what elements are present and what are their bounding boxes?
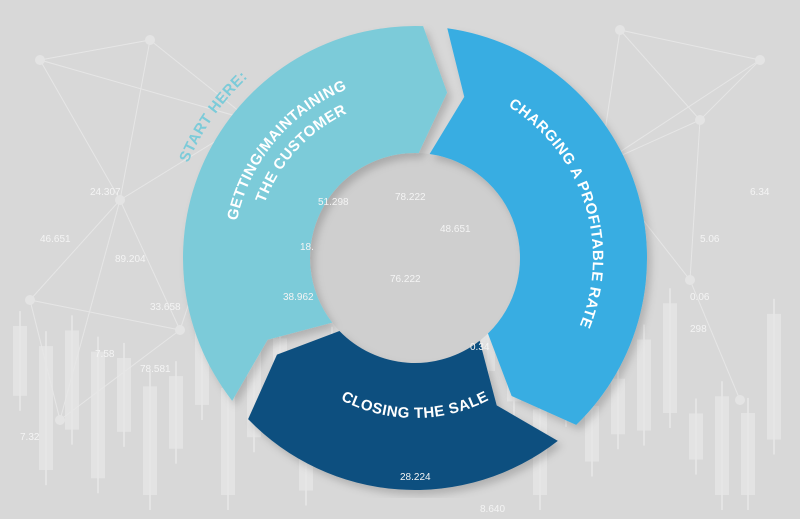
segment-closing [248, 330, 558, 490]
candlestick [65, 330, 79, 430]
candlestick [663, 303, 677, 413]
background-number: 0.34 [470, 342, 490, 353]
network-node [115, 195, 125, 205]
center-hole [310, 153, 520, 363]
network-line [39, 59, 251, 121]
candlestick [39, 346, 53, 471]
network-node [35, 55, 45, 65]
background-number: 18. [300, 242, 314, 253]
background-number: 78.222 [395, 192, 426, 203]
background-number: 89.204 [115, 254, 146, 265]
candlestick [585, 405, 599, 462]
network-line [699, 59, 761, 121]
network-node [685, 275, 695, 285]
candlestick [715, 396, 729, 495]
network-line [689, 279, 741, 401]
network-node [55, 415, 65, 425]
background-number: 24.307 [90, 187, 121, 198]
background-number: 51.298 [318, 197, 349, 208]
candlestick [221, 387, 235, 495]
candlestick [689, 413, 703, 460]
network-node [615, 25, 625, 35]
network-line [39, 59, 121, 201]
candlestick [767, 313, 781, 440]
candlestick [143, 386, 157, 495]
network-line [149, 39, 251, 121]
network-line [39, 39, 151, 61]
candlestick [169, 376, 183, 449]
background-number: 6.34 [750, 187, 770, 198]
candlestick [117, 357, 131, 432]
background-number: 33.658 [150, 302, 181, 313]
network-line [619, 29, 761, 61]
background-number: 8.640 [480, 504, 505, 515]
background-number: 48.651 [440, 224, 471, 235]
background-number: 76.222 [390, 274, 421, 285]
network-node [695, 115, 705, 125]
background-number: 46.651 [40, 234, 71, 245]
candlestick [13, 326, 27, 396]
network-line [29, 299, 181, 331]
network-node [755, 55, 765, 65]
network-line [599, 59, 761, 166]
background-number: 28.224 [400, 472, 431, 483]
background-number: 7.32 [20, 432, 40, 443]
network-line [689, 119, 701, 281]
network-node [145, 35, 155, 45]
candlestick [741, 412, 755, 495]
background-number: 5.06 [700, 234, 720, 245]
network-line [119, 199, 181, 331]
background-number: 298 [690, 324, 707, 335]
segment-getting [183, 25, 448, 401]
background-number: 0.06 [690, 292, 710, 303]
background-number: 7.58 [95, 349, 115, 360]
network-line [119, 39, 151, 201]
network-node [735, 395, 745, 405]
network-line [619, 29, 701, 121]
network-node [25, 295, 35, 305]
background-number: 38.962 [283, 292, 314, 303]
background-numbers: 51.298 78.222 18. 38.962 33.658 76.222 48.651 2… [20, 187, 770, 515]
network-line [29, 199, 121, 301]
segment-charging [429, 28, 647, 425]
candlestick [637, 339, 651, 431]
network-node [175, 325, 185, 335]
cycle-ring [183, 25, 647, 490]
candlestick [91, 351, 105, 479]
candlestick [611, 378, 625, 435]
background-number: 78.581 [140, 364, 171, 375]
